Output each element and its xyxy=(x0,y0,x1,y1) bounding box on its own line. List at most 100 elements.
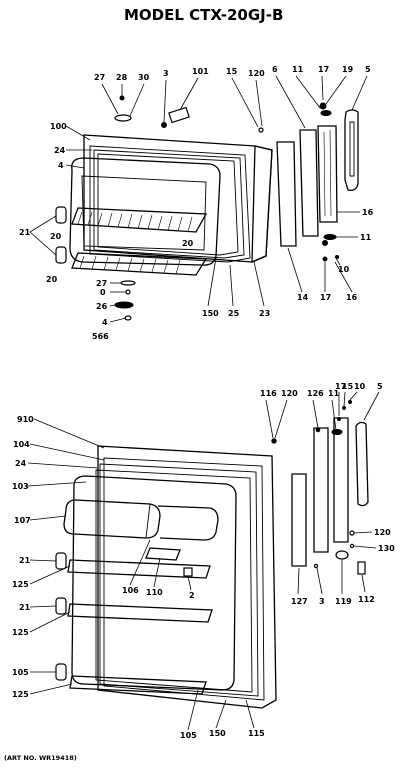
label-11: 11 xyxy=(328,389,340,398)
label-125a: 125 xyxy=(12,580,29,589)
label-119: 119 xyxy=(335,597,352,606)
bracket-upper xyxy=(55,552,67,570)
label-116: 116 xyxy=(260,389,277,398)
label-15: 15 xyxy=(342,382,354,391)
label-105b: 105 xyxy=(180,731,197,740)
label-120: 120 xyxy=(281,389,298,398)
part-15-icon xyxy=(258,127,264,133)
part-119-icon xyxy=(335,550,349,560)
label-126: 126 xyxy=(307,389,324,398)
label-21: 21 xyxy=(19,228,31,237)
part-126-icon xyxy=(315,427,321,433)
label-11a: 11 xyxy=(292,65,304,74)
label-10: 10 xyxy=(354,382,366,391)
art-number: (ART NO. WR19418) xyxy=(4,754,77,762)
door-shelf-3 xyxy=(69,675,207,695)
label-25: 25 xyxy=(228,309,240,318)
freezer-door-liner-strip xyxy=(276,141,297,247)
label-106: 106 xyxy=(122,586,139,595)
dairy-compartment xyxy=(63,499,161,539)
label-5: 5 xyxy=(377,382,383,391)
label-21b: 21 xyxy=(19,603,31,612)
label-27b: 27 xyxy=(96,279,107,288)
label-125c: 125 xyxy=(12,690,29,699)
label-10: 10 xyxy=(338,265,350,274)
freezer-handle xyxy=(344,109,359,192)
label-30: 30 xyxy=(138,73,150,82)
label-21a: 21 xyxy=(19,556,31,565)
label-100: 100 xyxy=(50,122,67,131)
label-23: 23 xyxy=(259,309,270,318)
freezer-shelf-lower xyxy=(71,252,208,276)
part-3-icon xyxy=(313,563,319,569)
label-107: 107 xyxy=(14,516,31,525)
part-130-icon xyxy=(349,543,355,549)
fresh-food-handle xyxy=(355,421,369,507)
part-120-icon xyxy=(271,438,277,444)
part-11-lower-icon xyxy=(322,240,328,246)
label-110: 110 xyxy=(146,588,163,597)
label-2: 2 xyxy=(189,591,195,600)
part-3-icon xyxy=(161,122,167,128)
label-24: 24 xyxy=(54,146,66,155)
door-shelf-1 xyxy=(67,559,211,579)
label-6: 6 xyxy=(272,65,278,74)
part-0-icon xyxy=(125,289,131,295)
label-20c: 20 xyxy=(46,275,58,284)
label-103: 103 xyxy=(12,482,29,491)
bracket-lower xyxy=(55,663,67,681)
label-125b: 125 xyxy=(12,628,29,637)
label-11b: 11 xyxy=(360,233,372,242)
label-20a: 20 xyxy=(50,232,62,241)
part-19-icon xyxy=(319,102,327,110)
part-27b-icon xyxy=(120,280,136,286)
label-115: 115 xyxy=(248,729,265,738)
label-15: 15 xyxy=(226,67,238,76)
part-126-strip xyxy=(313,427,329,553)
freezer-shelf-upper xyxy=(71,207,208,233)
label-14: 14 xyxy=(297,293,309,302)
part-17-lower-icon xyxy=(322,256,328,262)
part-28-icon xyxy=(119,95,125,101)
label-150: 150 xyxy=(209,729,226,738)
label-3: 3 xyxy=(163,69,169,78)
label-130: 130 xyxy=(378,544,395,553)
label-104: 104 xyxy=(13,440,30,449)
part-112-icon xyxy=(357,561,366,575)
label-120: 120 xyxy=(248,69,265,78)
label-112: 112 xyxy=(358,595,375,604)
fresh-food-inner-liner xyxy=(71,475,237,691)
label-16a: 16 xyxy=(362,208,374,217)
part-10-icon xyxy=(335,255,339,259)
part-26-icon xyxy=(114,301,134,309)
label-5: 5 xyxy=(365,65,371,74)
label-105a: 105 xyxy=(12,668,29,677)
part-10-icon xyxy=(348,400,352,404)
butter-compartment xyxy=(157,505,219,541)
part-120b-icon xyxy=(349,530,355,536)
part-27-icon xyxy=(114,114,132,122)
label-17b: 17 xyxy=(320,293,331,302)
part-127-strip xyxy=(291,473,307,567)
label-19: 19 xyxy=(342,65,354,74)
part-17-icon xyxy=(337,417,341,421)
label-4: 4 xyxy=(58,161,64,170)
part-2-clip xyxy=(183,567,193,577)
label-150: 150 xyxy=(202,309,219,318)
label-120b: 120 xyxy=(374,528,391,537)
label-28: 28 xyxy=(116,73,128,82)
label-17: 17 xyxy=(335,382,346,391)
label-127: 127 xyxy=(291,597,308,606)
fresh-food-outer-door xyxy=(97,445,277,709)
label-27: 27 xyxy=(94,73,105,82)
part-15-icon xyxy=(342,406,346,410)
freezer-handle-mount xyxy=(299,129,319,237)
label-17a: 17 xyxy=(318,65,329,74)
fresh-food-door-assembly: 116 120 126 11 17 15 10 5 910 104 24 103… xyxy=(12,382,395,740)
freezer-shelf-bracket-lower xyxy=(55,246,67,264)
label-0: 0 xyxy=(100,288,106,297)
label-4b: 4 xyxy=(102,318,108,327)
label-24: 24 xyxy=(15,459,27,468)
diagram-title: MODEL CTX-20GJ-B xyxy=(124,6,283,24)
